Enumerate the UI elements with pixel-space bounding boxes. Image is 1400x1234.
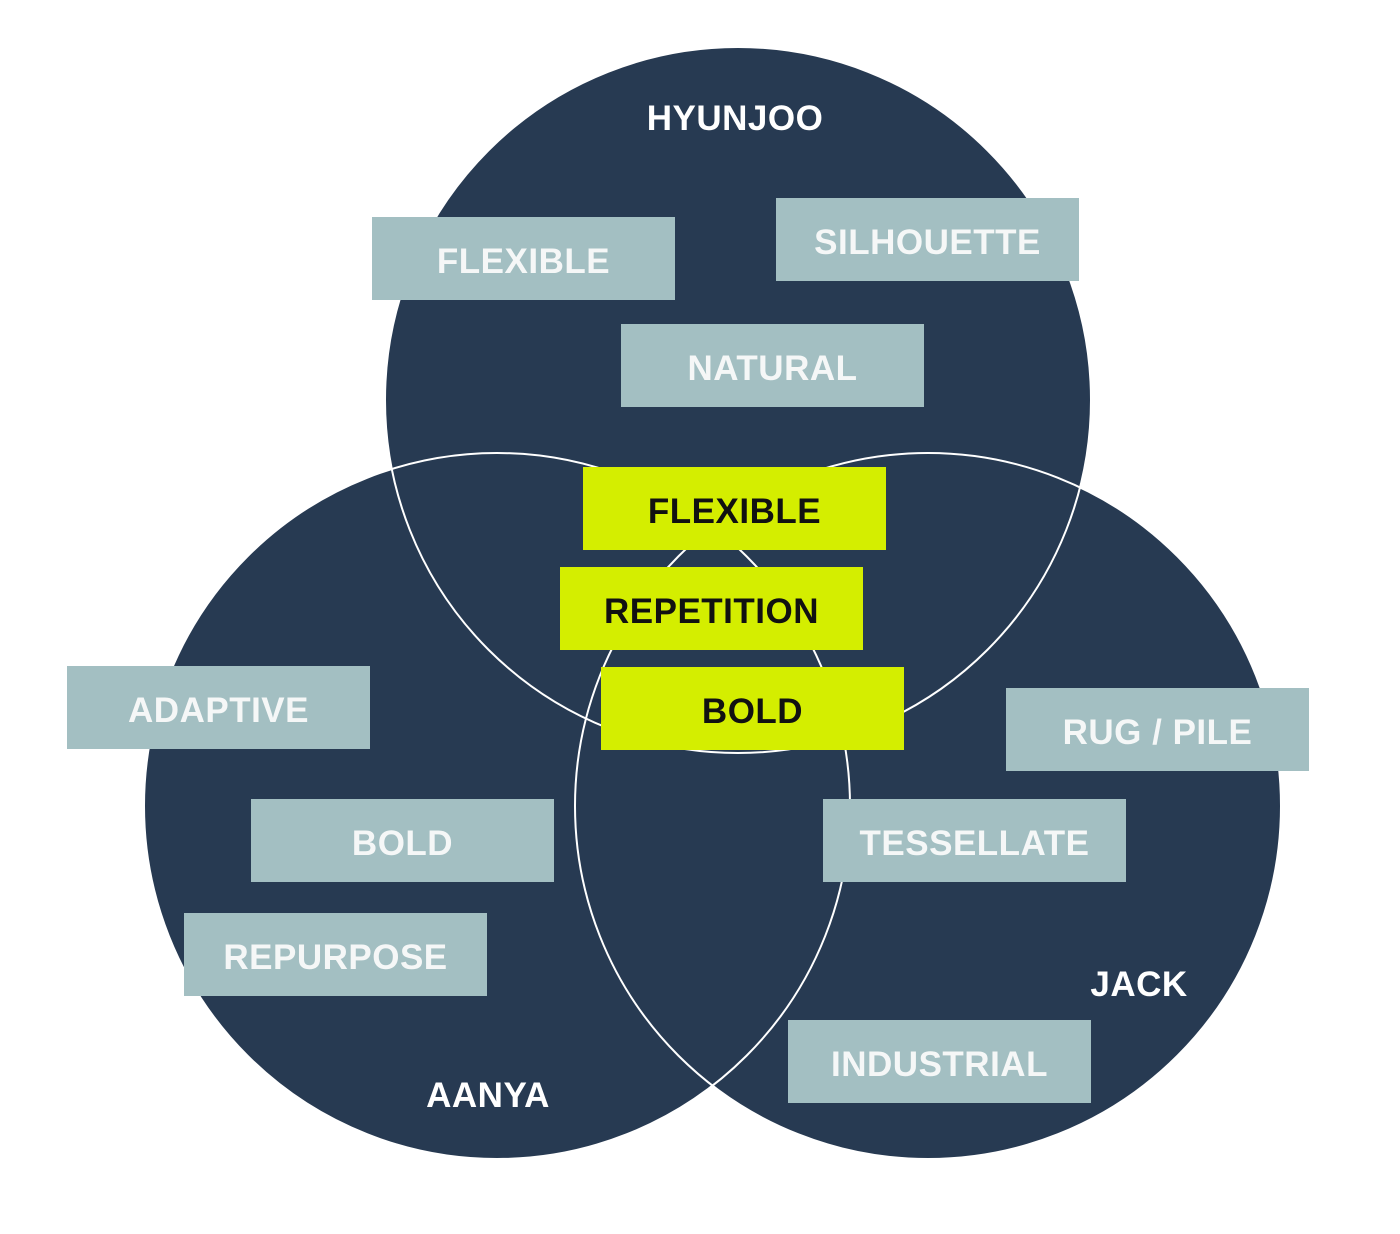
set-label-aanya: AANYA (426, 1076, 550, 1115)
outline-hyunjoo (384, 46, 1092, 754)
term-jack-industrial: INDUSTRIAL (788, 1020, 1091, 1103)
term-hyunjoo-flexible: FLEXIBLE (372, 217, 675, 300)
term-aanya-adaptive: ADAPTIVE (67, 666, 370, 749)
term-jack-tessellate: TESSELLATE (823, 799, 1126, 882)
set-label-jack: JACK (1090, 965, 1188, 1004)
term-jack-rug-pile: RUG / PILE (1006, 688, 1309, 771)
term-aanya-repurpose: REPURPOSE (184, 913, 487, 996)
outline-jack (574, 452, 1282, 1160)
term-hyunjoo-natural: NATURAL (621, 324, 924, 407)
term-aanya-bold: BOLD (251, 799, 554, 882)
shared-term-repetition: REPETITION (560, 567, 863, 650)
term-hyunjoo-silhouette: SILHOUETTE (776, 198, 1079, 281)
set-label-hyunjoo: HYUNJOO (646, 99, 824, 138)
shared-term-bold: BOLD (601, 667, 904, 750)
shared-term-flexible: FLEXIBLE (583, 467, 886, 550)
